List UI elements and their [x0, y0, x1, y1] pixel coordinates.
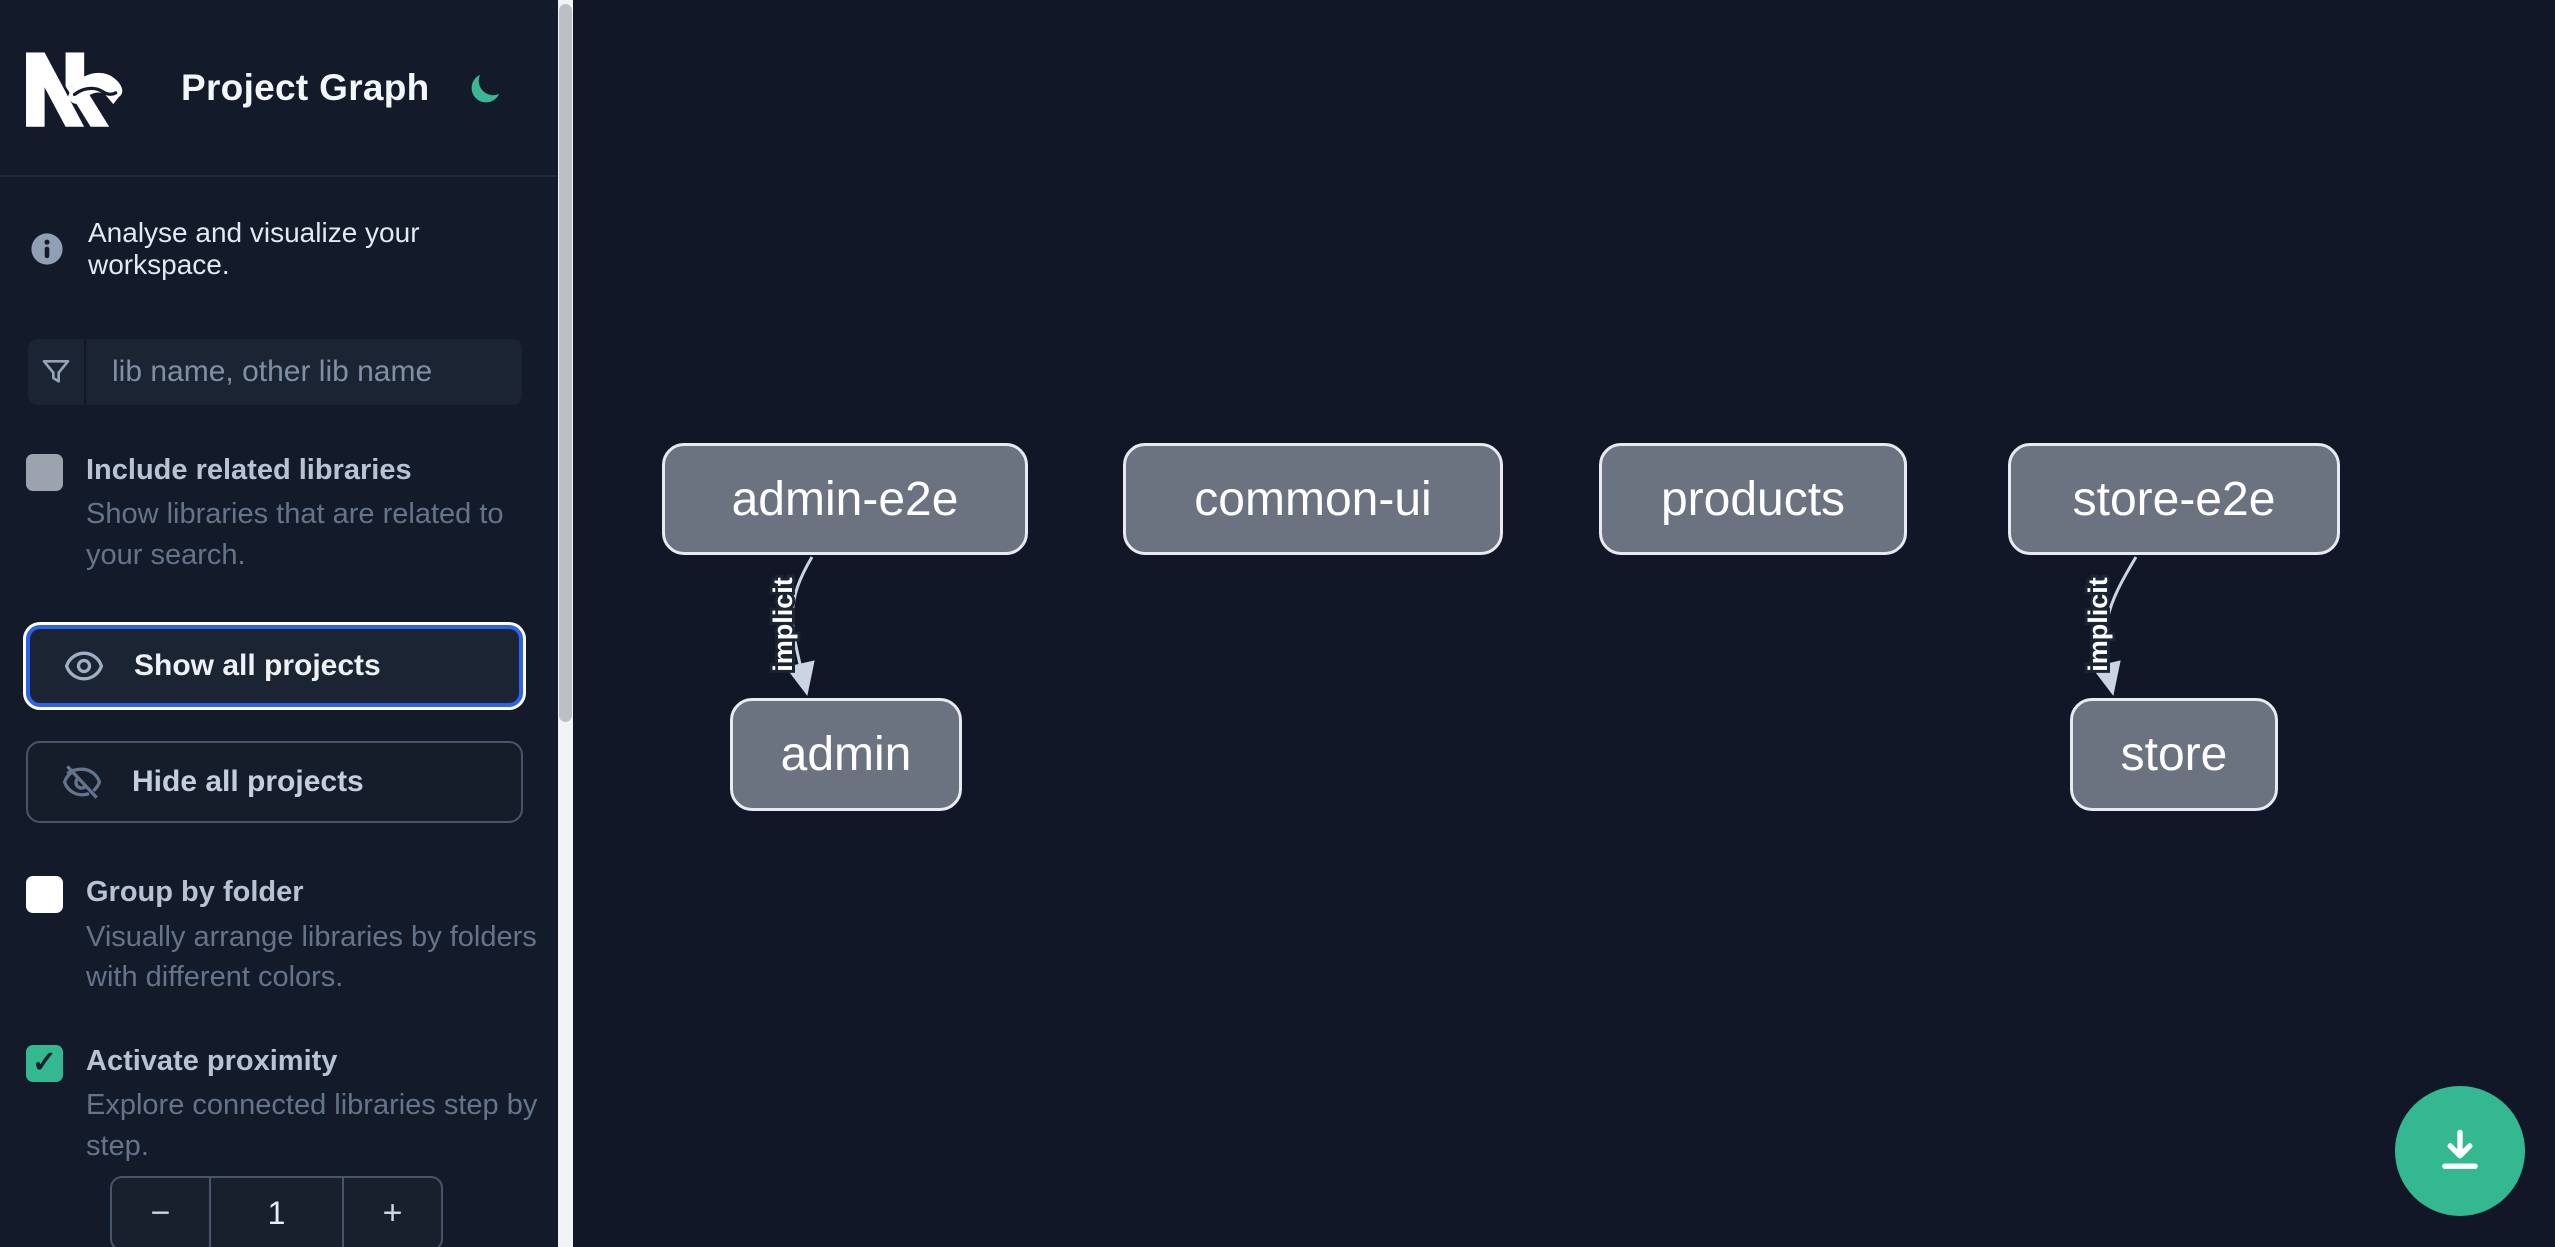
stepper-value: 1 — [209, 1178, 344, 1247]
graph-node-admin[interactable]: admin — [730, 698, 962, 811]
include-related-description: Show libraries that are related to your … — [86, 498, 504, 571]
theme-toggle-button[interactable] — [464, 66, 508, 110]
graph-node-common-ui[interactable]: common-ui — [1123, 443, 1503, 555]
sidebar-scrollbar[interactable] — [558, 0, 573, 1247]
stepper-increment-button[interactable]: + — [344, 1178, 441, 1247]
activate-proximity-label[interactable]: Activate proximity — [86, 1044, 338, 1077]
graph-edge-store-e2e-store[interactable] — [2091, 556, 2138, 696]
toggle-group-by-folder: ✓ Group by folder Visually arrange libra… — [26, 873, 558, 997]
graph-edge-admin-e2e-admin[interactable] — [785, 556, 815, 696]
hide-all-projects-button[interactable]: Hide all projects — [26, 741, 523, 824]
sidebar-scrollbar-thumb[interactable] — [559, 4, 572, 722]
toggle-include-related: ✓ Include related libraries Show librari… — [26, 451, 558, 575]
eye-off-icon — [62, 765, 102, 800]
group-by-folder-label[interactable]: Group by folder — [86, 876, 304, 909]
save-image-button[interactable] — [2395, 1086, 2525, 1216]
graph-edges: implicit implicit — [765, 556, 2138, 696]
search-input[interactable] — [86, 339, 522, 405]
show-all-projects-label: Show all projects — [134, 649, 381, 683]
app-header: Project Graph — [0, 0, 558, 177]
edge-label: implicit — [768, 577, 798, 672]
workspace-info: Analyse and visualize your workspace. — [30, 217, 522, 281]
moon-icon — [471, 74, 499, 102]
graph-node-store-e2e[interactable]: store-e2e — [2008, 443, 2340, 555]
graph-node-products[interactable]: products — [1599, 443, 1907, 555]
include-related-checkbox[interactable]: ✓ — [26, 454, 63, 491]
proximity-stepper: − 1 + — [110, 1176, 443, 1247]
graph-canvas[interactable]: implicit implicit admin-e2e common-ui produ… — [573, 0, 2555, 1247]
stepper-decrement-button[interactable]: − — [112, 1178, 209, 1247]
toggle-activate-proximity: ✓ Activate proximity Explore connected l… — [26, 1042, 558, 1166]
graph-node-admin-e2e[interactable]: admin-e2e — [662, 443, 1028, 555]
search-box — [28, 339, 522, 405]
info-text: Analyse and visualize your workspace. — [88, 217, 420, 280]
activate-proximity-description: Explore connected libraries step by step… — [86, 1089, 538, 1162]
group-by-folder-checkbox[interactable]: ✓ — [26, 876, 63, 914]
show-all-projects-button[interactable]: Show all projects — [26, 625, 523, 708]
hide-all-projects-label: Hide all projects — [132, 765, 364, 799]
sidebar: Project Graph Analyse and visualize your… — [0, 0, 558, 1247]
filter-icon — [28, 339, 86, 405]
group-by-folder-description: Visually arrange libraries by folders wi… — [86, 920, 537, 994]
include-related-label[interactable]: Include related libraries — [86, 454, 412, 486]
page-title: Project Graph — [181, 66, 430, 108]
graph-node-store[interactable]: store — [2070, 698, 2278, 811]
nx-logo — [26, 51, 123, 127]
info-icon — [31, 233, 63, 265]
edge-label: implicit — [2083, 577, 2113, 672]
download-icon — [2442, 1129, 2478, 1169]
eye-icon — [64, 651, 104, 681]
activate-proximity-checkbox[interactable]: ✓ — [26, 1044, 63, 1082]
